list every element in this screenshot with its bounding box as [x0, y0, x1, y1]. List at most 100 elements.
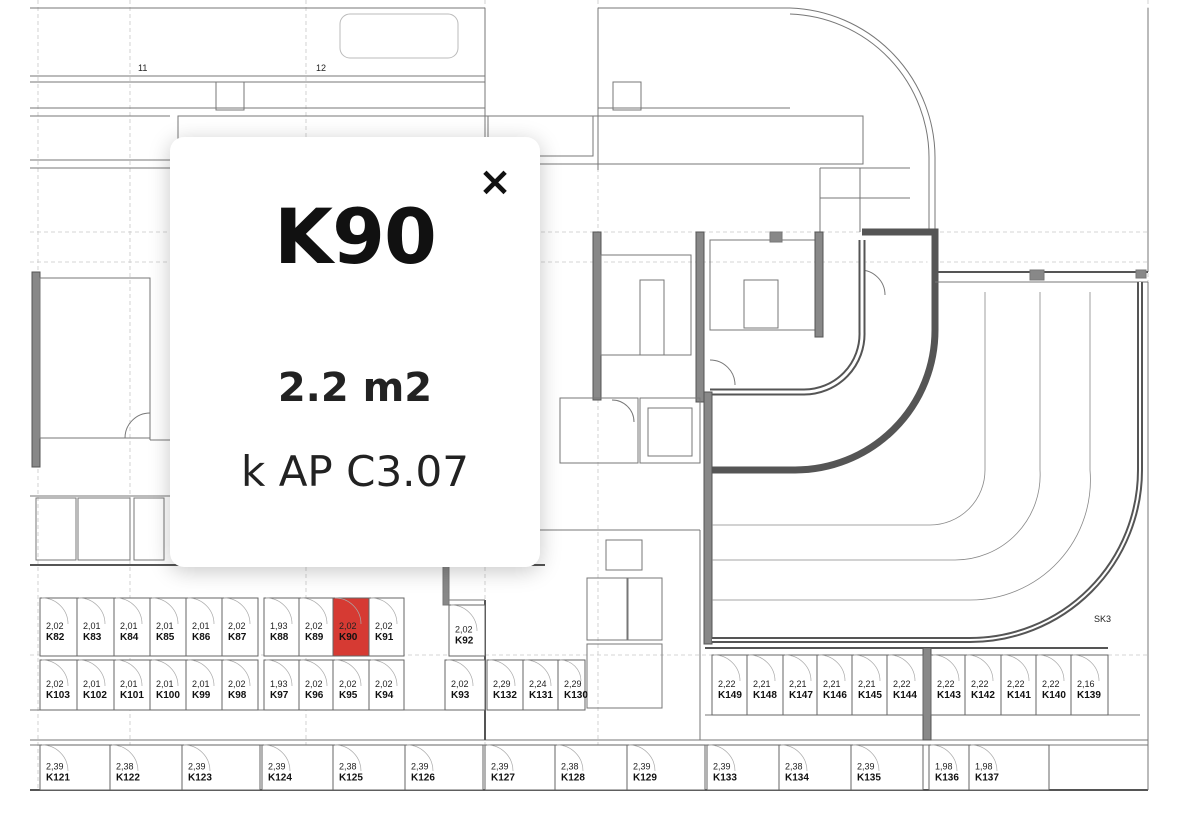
storage-unit-box[interactable] [185, 597, 223, 657]
storage-unit-box[interactable] [484, 744, 556, 791]
close-icon[interactable]: × [478, 159, 512, 205]
storage-unit-box[interactable] [332, 744, 406, 791]
storage-unit-box[interactable] [221, 597, 259, 657]
storage-unit-box[interactable] [851, 654, 888, 716]
storage-unit-box[interactable] [263, 659, 300, 711]
storage-unit-box[interactable] [113, 659, 151, 711]
storage-unit-box[interactable] [181, 744, 261, 791]
storage-unit-box[interactable] [332, 659, 370, 711]
storage-unit-box[interactable] [964, 654, 1002, 716]
storage-unit-box[interactable] [486, 659, 524, 711]
storage-unit-box[interactable] [557, 659, 586, 711]
storage-unit-box[interactable] [626, 744, 706, 791]
storage-unit-box[interactable] [39, 597, 78, 657]
door-swing-arc [818, 654, 846, 682]
storage-unit-code-label: K87 [228, 632, 247, 643]
storage-unit-box[interactable] [404, 744, 484, 791]
storage-unit-box[interactable] [1070, 654, 1109, 716]
storage-unit-box[interactable] [522, 659, 559, 711]
storage-unit-box[interactable] [185, 659, 223, 711]
storage-units[interactable]: 2,02K822,01K832,01K842,01K852,01K862,02K… [39, 597, 1109, 791]
door-swing-arc [111, 744, 139, 772]
storage-unit-box[interactable] [109, 744, 183, 791]
storage-unit-box[interactable] [368, 659, 405, 711]
storage-unit-box[interactable] [1035, 654, 1072, 716]
storage-unit-box[interactable] [968, 744, 1050, 791]
storage-unit-box[interactable] [816, 654, 853, 716]
storage-unit-box[interactable] [39, 744, 111, 791]
storage-unit-box[interactable] [261, 744, 334, 791]
storage-unit-box[interactable] [886, 654, 924, 716]
storage-unit-area-label: 2,39 [713, 762, 731, 772]
storage-unit-box[interactable] [149, 659, 187, 711]
storage-unit-box[interactable] [850, 744, 924, 791]
storage-unit-box[interactable] [368, 597, 405, 657]
door-swing-arc [263, 744, 291, 772]
storage-unit-box[interactable] [263, 597, 300, 657]
storage-unit-box[interactable] [778, 744, 852, 791]
storage-unit-box[interactable] [298, 597, 334, 657]
storage-unit-box[interactable] [221, 659, 259, 711]
storage-unit-box[interactable] [39, 659, 78, 711]
storage-unit-box[interactable] [332, 597, 370, 657]
storage-unit-box[interactable] [444, 659, 486, 711]
storage-unit-box[interactable] [76, 659, 115, 711]
storage-unit-box[interactable] [706, 744, 780, 791]
storage-unit-box[interactable] [113, 597, 151, 657]
storage-unit-box[interactable] [448, 604, 486, 657]
storage-unit-box[interactable] [76, 597, 115, 657]
storage-unit-box[interactable] [149, 597, 187, 657]
